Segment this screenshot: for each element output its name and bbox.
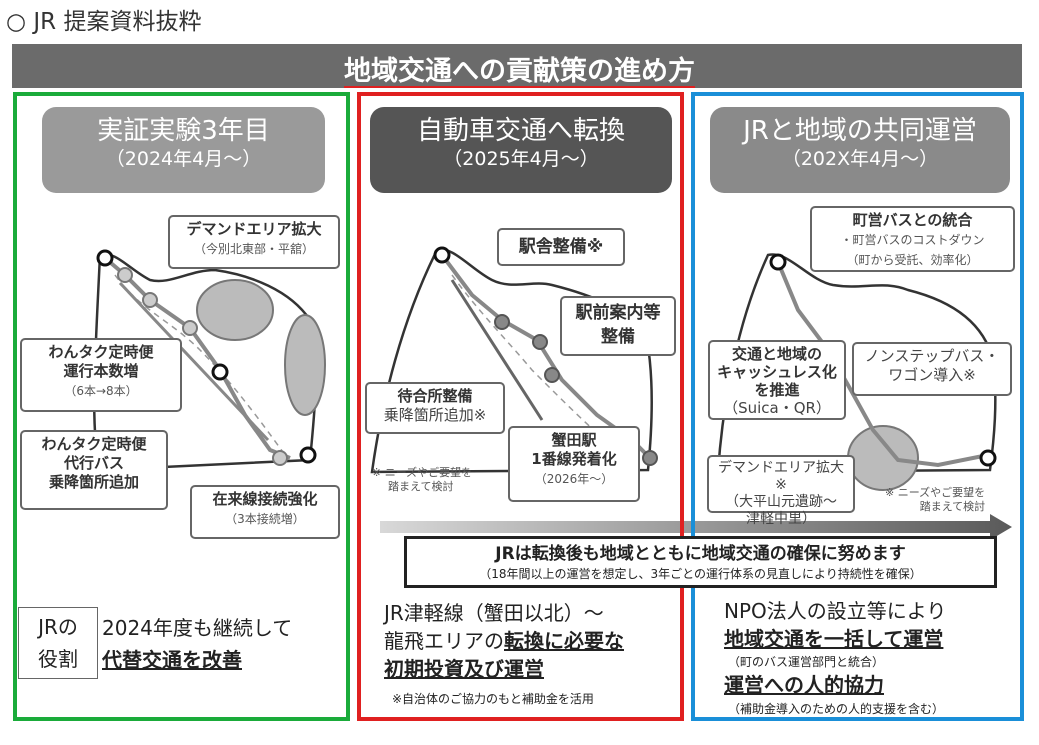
phase3-body-line1: NPO法人の設立等により bbox=[724, 599, 947, 623]
progress-arrow bbox=[380, 514, 1012, 540]
phase2-title: 自動車交通へ転換 bbox=[416, 116, 625, 146]
phase1-daiko-title: わんタク定時便 bbox=[41, 435, 147, 453]
jr-role-label-line2: 役割 bbox=[38, 647, 78, 671]
phase2-body-line2a: 龍飛エリアの bbox=[384, 629, 504, 653]
phase3-nonstep-line1: ノンステップバス・ bbox=[864, 347, 1000, 365]
phase3-title-pill: JRと地域の共同運営 （202X年4月～） bbox=[710, 107, 1010, 193]
phase2-title-pill: 自動車交通へ転換 （2025年4月～） bbox=[370, 107, 672, 193]
phase1-map bbox=[92, 249, 326, 472]
phase1-daiko-line3: 乗降箇所追加 bbox=[48, 473, 139, 491]
jr-role-label-line1: JRの bbox=[38, 615, 78, 639]
phase2-body-line2b: 転換に必要な bbox=[504, 629, 624, 653]
phase3-town-line2: ・町営バスのコストダウン bbox=[840, 233, 985, 247]
phase2-machiai-line2: 乗降箇所追加※ bbox=[383, 406, 487, 424]
phase1-demand-sub: （今別北東部・平舘） bbox=[193, 242, 314, 256]
phase3-note-line2: 踏まえて検討 bbox=[919, 500, 986, 513]
phase3-demand-line1: デマンドエリア拡大※ bbox=[718, 460, 844, 493]
phase3-town-line3: （町から受託、効率化） bbox=[846, 253, 979, 267]
phase2-note: ※ ニーズやご要望を 踏まえて検討 bbox=[372, 466, 472, 494]
phase2-note-line2: 踏まえて検討 bbox=[388, 480, 454, 493]
phase3-body-line3: （町のバス運営部門と統合） bbox=[728, 655, 885, 669]
phase2-note-line1: ※ ニーズやご要望を bbox=[372, 466, 473, 479]
phase3-body-line2: 地域交通を一括して運営 bbox=[724, 627, 944, 651]
phase3-town-line1: 町営バスとの統合 bbox=[852, 211, 973, 229]
phase2-machiai-line1: 待合所整備 bbox=[397, 387, 473, 405]
phase2-station-box: 駅舎整備※ bbox=[497, 228, 625, 266]
phase1-date: （2024年4月～） bbox=[105, 148, 262, 170]
phase2-kanita-line2: 1番線発着化 bbox=[531, 450, 617, 468]
phase3-demand-line2: （大平山元遺跡～ bbox=[725, 494, 837, 510]
phase3-title: JRと地域の共同運営 bbox=[743, 116, 977, 146]
banner-title: 地域交通への貢献策の進め方 bbox=[344, 56, 695, 87]
phase1-body-line1: 2024年度も継続して bbox=[102, 616, 293, 640]
phase3-cashless-line3: を推進 bbox=[754, 381, 800, 399]
phase2-ekimae-box: 駅前案内等 整備 bbox=[560, 296, 676, 356]
phase1-title-pill: 実証実験3年目 （2024年4月～） bbox=[42, 107, 325, 193]
phase1-title: 実証実験3年目 bbox=[97, 116, 270, 146]
title-banner bbox=[12, 44, 1022, 88]
phase2-kanita-line1: 蟹田駅 bbox=[551, 431, 597, 449]
phase1-zairai-box: 在来線接続強化 （3本接続増） bbox=[190, 485, 340, 539]
phase1-teiji-sub: （6本→8本） bbox=[64, 384, 138, 398]
phase2-frame bbox=[357, 92, 684, 721]
phase1-teiji-box: わんタク定時便 運行本数増 （6本→8本） bbox=[20, 338, 182, 412]
phase3-nonstep-box: ノンステップバス・ ワゴン導入※ bbox=[852, 342, 1012, 396]
phase3-cashless-box: 交通と地域の キャッシュレス化 を推進 （Suica・QR） bbox=[708, 340, 846, 420]
phase1-zairai-sub: （3本接続増） bbox=[225, 512, 305, 526]
phase2-kanita-line3: （2026年～） bbox=[534, 472, 614, 486]
phase3-note-line1: ※ ニーズやご要望を bbox=[885, 486, 986, 499]
phase3-body-line4: 運営への人的協力 bbox=[724, 673, 884, 697]
phase2-body-line2: 龍飛エリアの転換に必要な bbox=[384, 626, 624, 656]
phase1-teiji-title: わんタク定時便 bbox=[48, 343, 154, 361]
phase3-demand-line3: 津軽中里） bbox=[746, 511, 816, 527]
phase3-frame bbox=[691, 92, 1024, 721]
phase1-demand-box: デマンドエリア拡大 （今別北東部・平舘） bbox=[168, 215, 340, 269]
commitment-message: JRは転換後も地域とともに地域交通の確保に努めます bbox=[495, 544, 906, 564]
phase3-cashless-line2: キャッシュレス化 bbox=[717, 363, 837, 381]
phase3-note: ※ ニーズやご要望を 踏まえて検討 bbox=[885, 486, 985, 514]
phase3-cashless-line4: （Suica・QR） bbox=[723, 399, 831, 417]
phase2-machiai-box: 待合所整備 乗降箇所追加※ bbox=[365, 382, 505, 434]
document-heading: ○ JR 提案資料抜粋 bbox=[6, 9, 202, 35]
phase3-cashless-line1: 交通と地域の bbox=[731, 345, 822, 363]
phase3-body-line5: （補助金導入のための人的支援を含む） bbox=[728, 702, 945, 716]
phase2-kanita-box: 蟹田駅 1番線発着化 （2026年～） bbox=[508, 426, 640, 502]
phase1-daiko-box: わんタク定時便 代行バス 乗降箇所追加 bbox=[20, 430, 168, 510]
phase2-date: （2025年4月～） bbox=[443, 148, 599, 170]
phase2-ekimae-line1: 駅前案内等 bbox=[575, 303, 661, 323]
phase1-demand-title: デマンドエリア拡大 bbox=[186, 220, 322, 238]
phase3-demand-box: デマンドエリア拡大※ （大平山元遺跡～ 津軽中里） bbox=[707, 455, 855, 527]
phase2-body-note: ※自治体のご協力のもと補助金を活用 bbox=[392, 692, 594, 706]
phase2-ekimae-line2: 整備 bbox=[601, 327, 635, 347]
commitment-message-box: JRは転換後も地域とともに地域交通の確保に努めます （18年間以上の運営を想定し… bbox=[404, 536, 997, 588]
phase3-town-box: 町営バスとの統合 ・町営バスのコストダウン （町から受託、効率化） bbox=[810, 206, 1015, 272]
phase2-body-line3: 初期投資及び運営 bbox=[384, 657, 544, 681]
phase2-station-label: 駅舎整備※ bbox=[518, 237, 604, 257]
phase1-teiji-line2: 運行本数増 bbox=[63, 362, 139, 380]
phase1-body-line2: 代替交通を改善 bbox=[102, 648, 242, 672]
phase3-date: （202X年4月～） bbox=[781, 148, 939, 170]
phase2-body-line1: JR津軽線（蟹田以北）～ bbox=[384, 601, 604, 625]
jr-role-label: JRの 役割 bbox=[18, 607, 98, 679]
phase1-frame bbox=[13, 92, 350, 721]
phase1-daiko-line2: 代行バス bbox=[63, 454, 124, 472]
commitment-message-sub: （18年間以上の運営を想定し、3年ごとの運行体系の見直しにより持続性を確保） bbox=[479, 567, 922, 581]
phase3-nonstep-line2: ワゴン導入※ bbox=[888, 366, 976, 384]
phase1-zairai-title: 在来線接続強化 bbox=[212, 490, 318, 508]
